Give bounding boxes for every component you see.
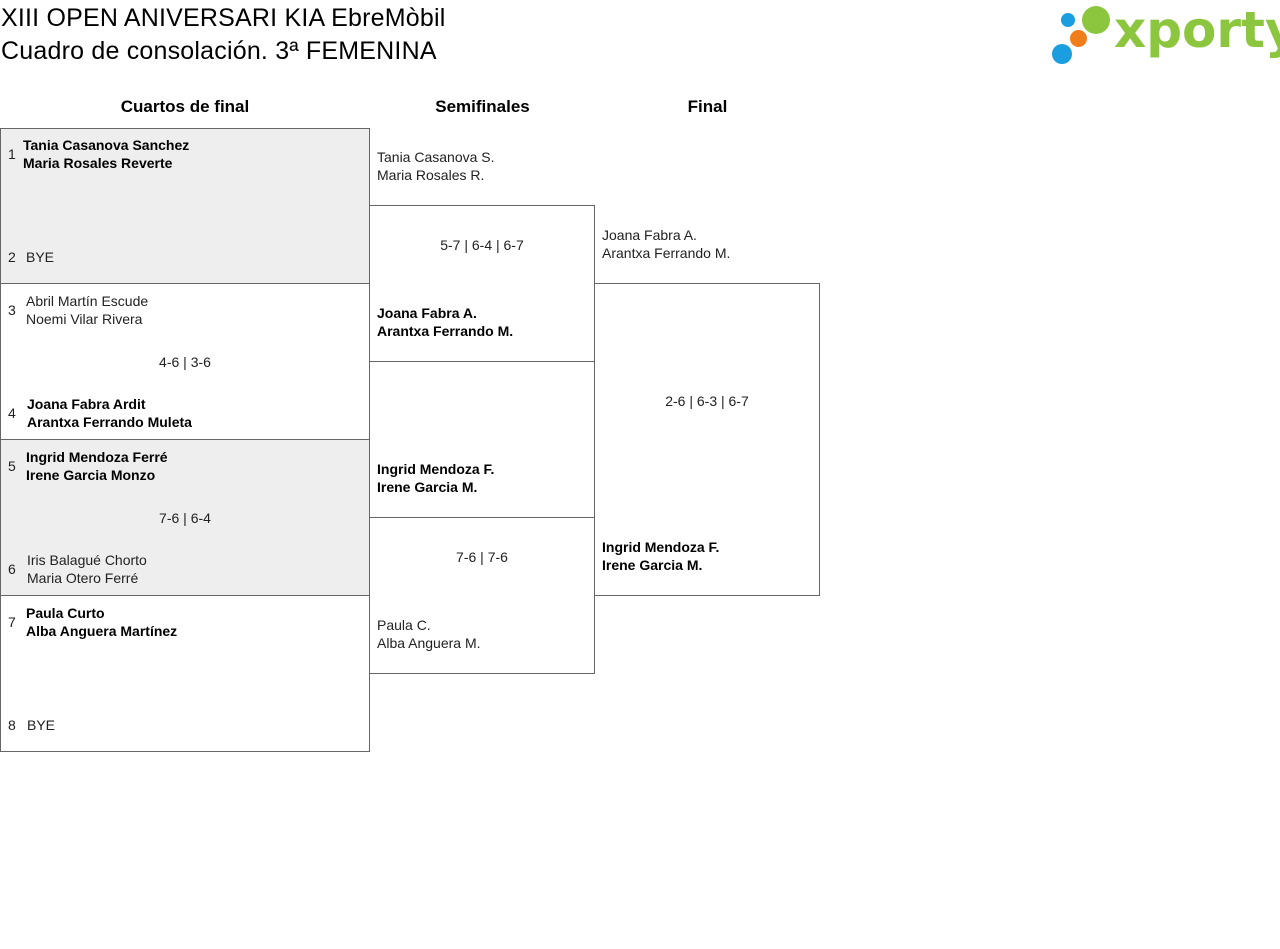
team-entry: Abril Martín Escude Noemi Vilar Rivera [26, 292, 148, 328]
column-header-semifinals: Semifinales [435, 97, 530, 116]
player-name: Irene Garcia M. [377, 479, 478, 495]
player-name: Arantxa Ferrando M. [602, 245, 731, 261]
player-name: Noemi Vilar Rivera [26, 311, 143, 327]
team-entry: Paula C. Alba Anguera M. [377, 616, 481, 652]
seed-number: 4 [8, 405, 16, 421]
player-name: Arantxa Ferrando Muleta [27, 414, 192, 430]
match-score: 5-7 | 6-4 | 6-7 [440, 237, 524, 253]
seed-number: 7 [8, 614, 16, 630]
player-name: Tania Casanova Sanchez [23, 137, 190, 153]
team-entry: BYE [27, 716, 55, 734]
team-entry: Ingrid Mendoza Ferré Irene Garcia Monzo [26, 448, 168, 484]
seed-number: 5 [8, 458, 16, 474]
logo-dot-blue-small [1061, 13, 1075, 27]
logo-dot-blue-large [1052, 44, 1072, 64]
player-name: Joana Fabra A. [602, 227, 697, 243]
tournament-title: XIII OPEN ANIVERSARI KIA EbreMòbil [1, 4, 446, 32]
match-score: 4-6 | 3-6 [159, 354, 211, 370]
player-name: Joana Fabra A. [377, 305, 477, 321]
logo-dot-green [1082, 6, 1110, 34]
match-score: 2-6 | 6-3 | 6-7 [665, 393, 749, 409]
player-name: Tania Casanova S. [377, 149, 495, 165]
logo-dot-orange [1070, 30, 1087, 47]
player-name: Irene Garcia M. [602, 557, 703, 573]
player-name: Iris Balagué Chorto [27, 552, 147, 568]
player-name: Maria Rosales Reverte [23, 155, 173, 171]
player-name: Arantxa Ferrando M. [377, 323, 514, 339]
player-name: BYE [26, 249, 55, 265]
player-name: Irene Garcia Monzo [26, 467, 156, 483]
final-match [594, 283, 820, 596]
player-name: Abril Martín Escude [26, 293, 149, 309]
draw-subtitle: Cuadro de consolación. 3ª FEMENINA [1, 37, 437, 65]
player-name: BYE [27, 717, 56, 733]
player-name: Paula Curto [26, 605, 105, 621]
player-name: Joana Fabra Ardit [27, 396, 146, 412]
column-header-quarterfinals: Cuartos de final [120, 97, 250, 116]
quarterfinal-match-1 [0, 128, 370, 284]
quarterfinal-match-3 [0, 439, 370, 596]
player-name: Alba Anguera Martínez [26, 623, 178, 639]
team-entry: Tania Casanova Sanchez Maria Rosales Rev… [23, 136, 189, 172]
seed-number: 3 [8, 302, 16, 318]
team-entry: BYE [26, 248, 54, 266]
team-entry: Iris Balagué Chorto Maria Otero Ferré [27, 551, 147, 587]
match-score: 7-6 | 6-4 [159, 510, 211, 526]
seed-number: 8 [8, 717, 16, 733]
team-entry: Ingrid Mendoza F. Irene Garcia M. [377, 460, 494, 496]
team-entry: Paula Curto Alba Anguera Martínez [26, 604, 177, 640]
seed-number: 6 [8, 561, 16, 577]
player-name: Ingrid Mendoza F. [602, 539, 720, 555]
player-name: Ingrid Mendoza F. [377, 461, 495, 477]
player-name: Ingrid Mendoza Ferré [26, 449, 168, 465]
team-entry: Joana Fabra Ardit Arantxa Ferrando Mulet… [27, 395, 192, 431]
team-entry: Ingrid Mendoza F. Irene Garcia M. [602, 538, 719, 574]
seed-number: 2 [8, 249, 16, 265]
player-name: Alba Anguera M. [377, 635, 481, 651]
logo-wordmark: xporty [1114, 1, 1280, 59]
player-name: Maria Rosales R. [377, 167, 485, 183]
match-score: 7-6 | 7-6 [456, 549, 508, 565]
player-name: Maria Otero Ferré [27, 570, 139, 586]
xporty-logo[interactable]: xporty [1052, 1, 1280, 68]
team-entry: Joana Fabra A. Arantxa Ferrando M. [602, 226, 730, 262]
team-entry: Tania Casanova S. Maria Rosales R. [377, 148, 495, 184]
player-name: Paula C. [377, 617, 431, 633]
team-entry: Joana Fabra A. Arantxa Ferrando M. [377, 304, 513, 340]
seed-number: 1 [8, 146, 16, 162]
column-header-final: Final [687, 97, 728, 116]
